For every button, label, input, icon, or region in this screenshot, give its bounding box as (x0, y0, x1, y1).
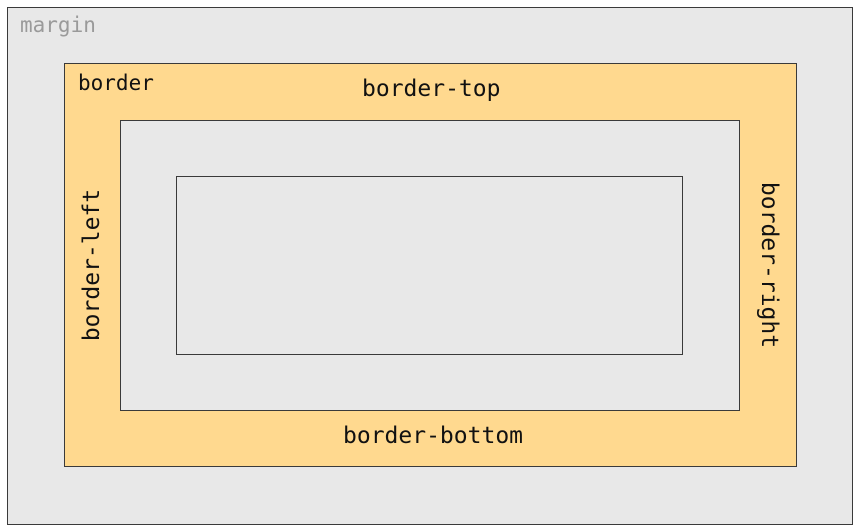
border-top-label: border-top (362, 76, 501, 102)
margin-label: margin (20, 13, 96, 37)
border-label: border (78, 71, 154, 95)
border-bottom-label: border-bottom (343, 423, 524, 449)
content-area (176, 176, 683, 355)
border-left-label: border-left (79, 188, 105, 342)
border-right-label: border-right (756, 181, 782, 349)
